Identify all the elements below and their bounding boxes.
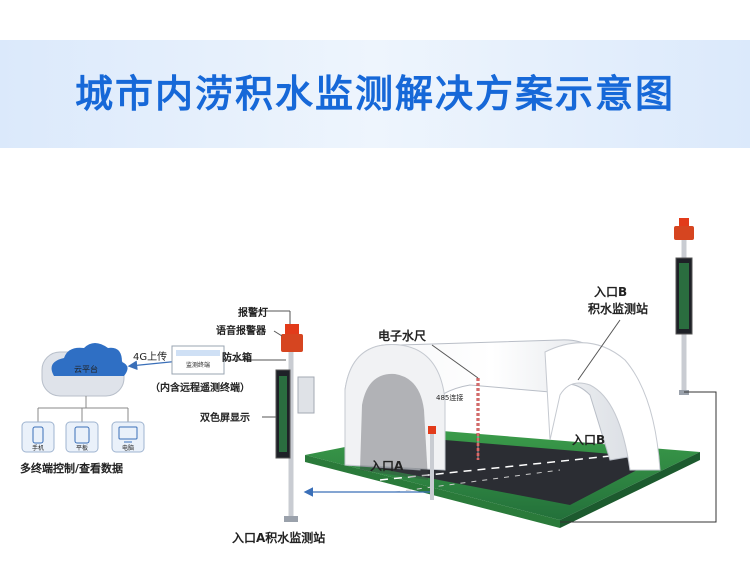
device-label-phone: 手机 (32, 444, 44, 452)
entrance-a-label: 入口A (370, 459, 404, 473)
device-box-label: 监测终端 (186, 361, 210, 369)
cloud-platform: 云平台 (41, 343, 128, 397)
inner-sensor-pole (428, 426, 436, 500)
uplink-label: 4G上传 (133, 351, 167, 363)
device-phone: 手机 (21, 421, 55, 453)
phone-icon (32, 426, 44, 444)
rs485-label: 485连接 (436, 393, 463, 402)
station-b (674, 218, 694, 395)
dual-screen-label: 双色屏显示 (200, 411, 250, 424)
tablet-icon (74, 426, 90, 444)
devices-caption: 多终端控制/查看数据 (20, 461, 123, 475)
title-banner: 城市内涝积水监测解决方案示意图 (0, 40, 750, 148)
waterproof-box-label: 防水箱 (222, 351, 252, 364)
device-tablet: 平板 (65, 421, 99, 453)
data-link-b (560, 391, 717, 523)
computer-icon (118, 426, 138, 440)
station-a (275, 324, 315, 522)
waterproof-box-icon (297, 376, 315, 414)
station-b-line2: 积水监测站 (588, 301, 648, 316)
voice-alarm-icon (281, 334, 303, 352)
electronic-ruler-label: 电子水尺 (378, 328, 426, 343)
cloud-icon (51, 343, 128, 376)
terminal-note: （内含远程遥测终端） (150, 381, 250, 394)
alarm-light-icon (285, 324, 299, 334)
station-b-line1: 入口B (594, 285, 627, 299)
tunnel (344, 339, 661, 480)
page-title: 城市内涝积水监测解决方案示意图 (74, 72, 675, 116)
entrance-b-label: 入口B (572, 433, 605, 447)
station-b-leader (577, 319, 621, 381)
cloud-label: 云平台 (74, 364, 98, 374)
device-label-computer: 电脑 (122, 444, 134, 452)
alarm-light-label: 报警灯 (238, 306, 268, 319)
device-label-tablet: 平板 (76, 444, 88, 452)
terminal-box: 监测终端 (171, 345, 225, 375)
road-center-line (379, 454, 621, 481)
device-tree (37, 396, 129, 422)
device-computer: 电脑 (111, 421, 145, 453)
ruler-leader (431, 344, 479, 379)
station-a-label: 入口A积水监测站 (232, 530, 325, 545)
voice-alarm-label: 语音报警器 (216, 324, 267, 337)
